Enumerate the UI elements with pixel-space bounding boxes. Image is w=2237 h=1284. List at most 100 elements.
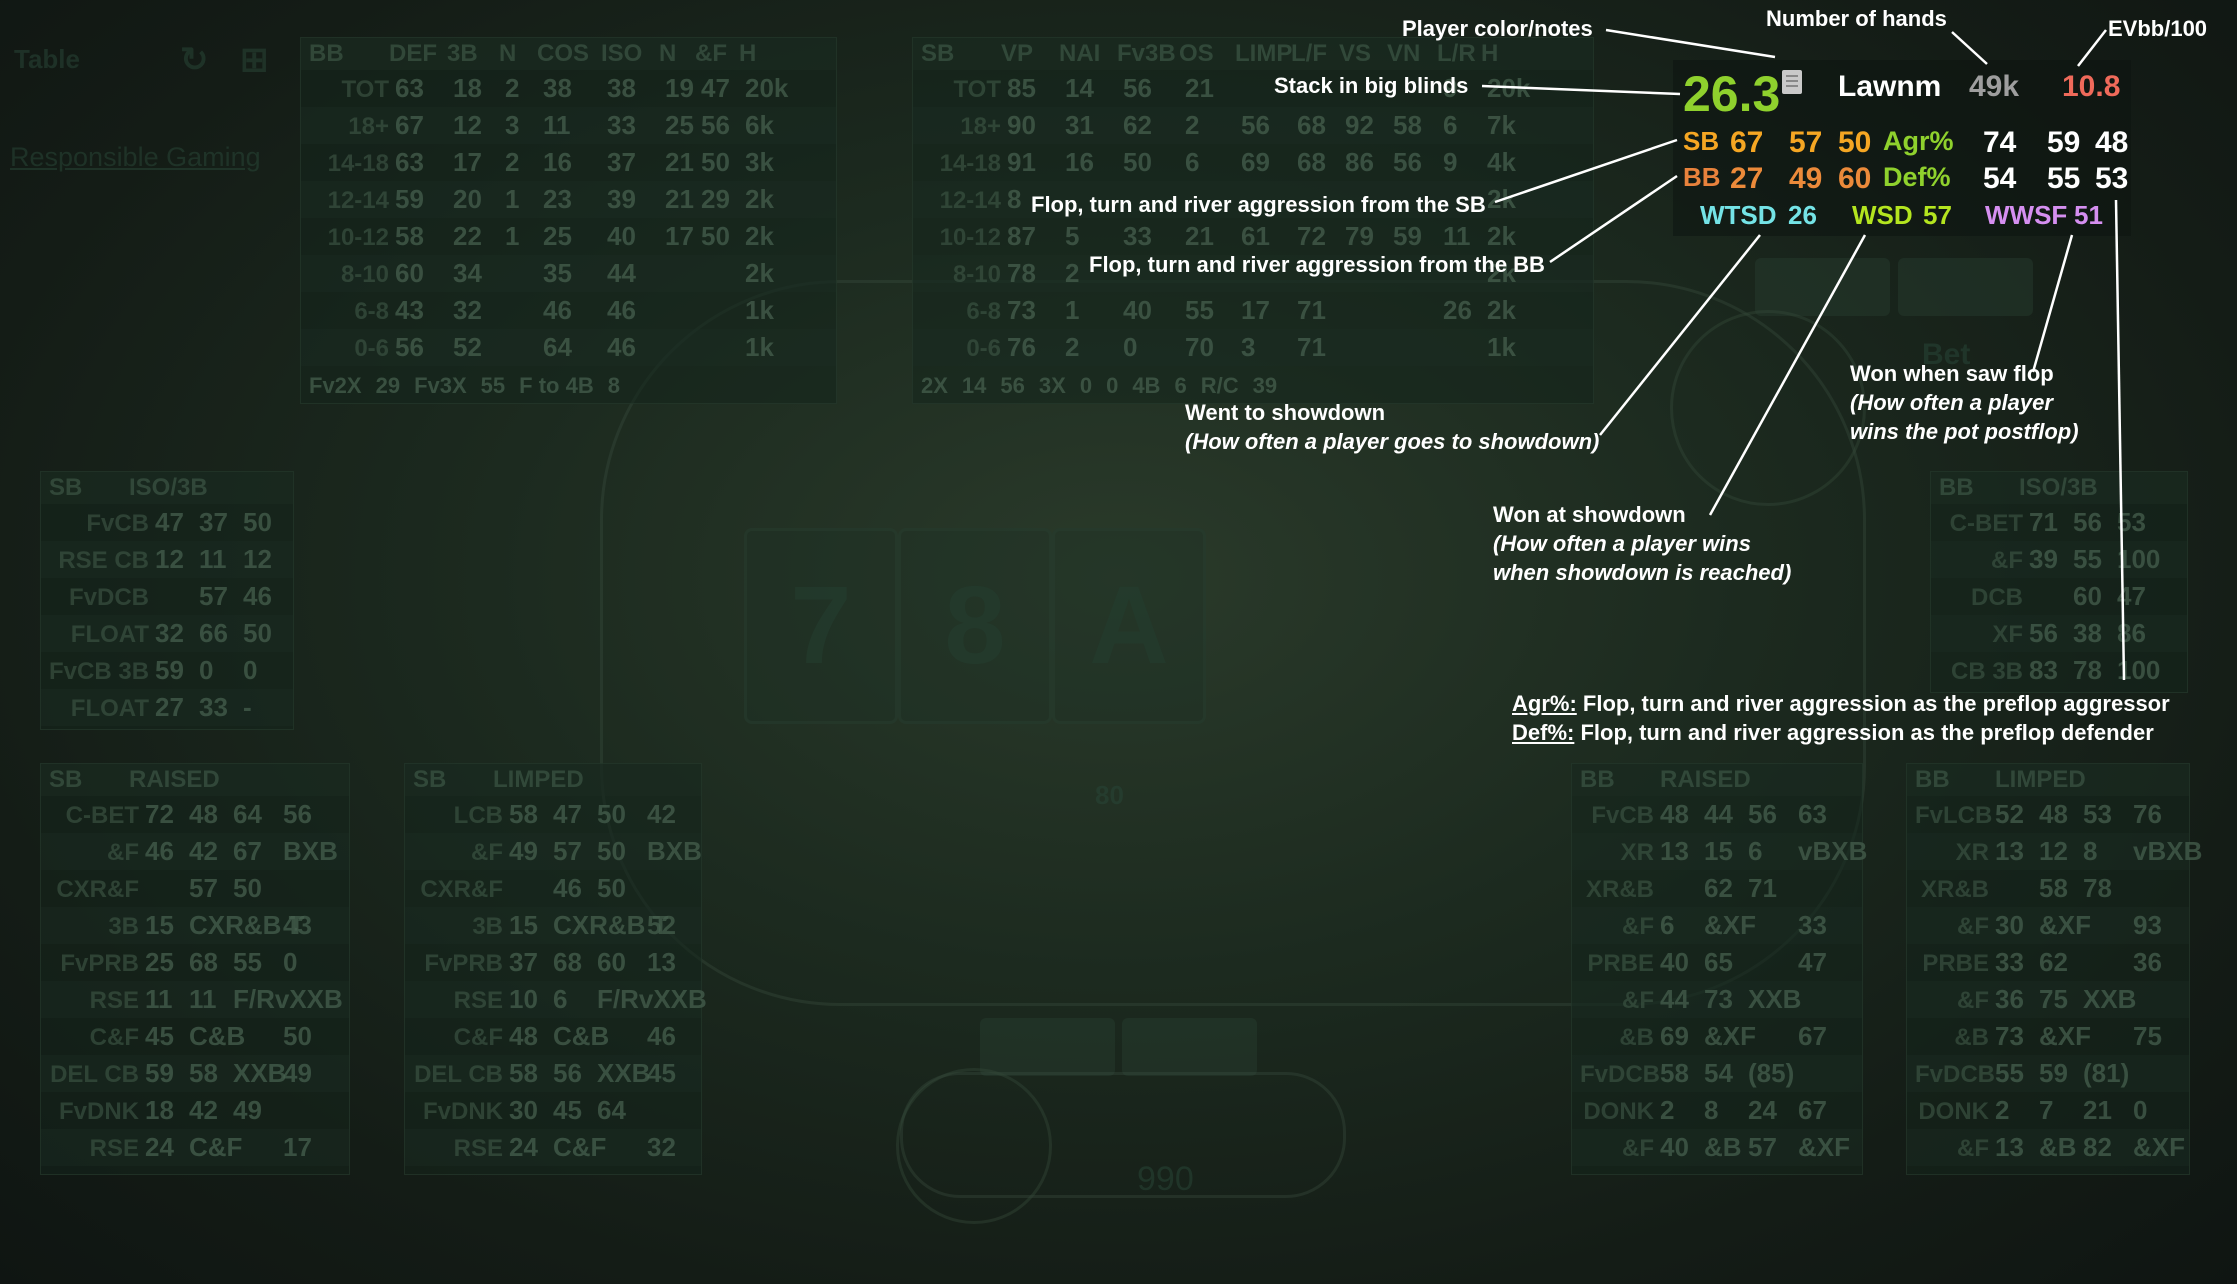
stat-row-label: 18+ xyxy=(348,113,389,140)
stat-row-label: 8-10 xyxy=(952,261,1001,288)
stat-row-label: 3B xyxy=(108,913,139,940)
stat-cell: 56 xyxy=(395,332,424,362)
stat-header-cell: BB xyxy=(309,40,344,67)
agr-label: Agr% xyxy=(1883,126,1954,156)
stat-cell: 40 xyxy=(1123,295,1152,325)
stat-cell: 21 xyxy=(2083,1095,2112,1125)
stat-cell: 36 xyxy=(2133,947,2162,977)
stat-cell: 1 xyxy=(505,184,520,214)
stat-cell: 55 xyxy=(2073,544,2102,574)
wsd-desc-2: when showdown is reached) xyxy=(1493,560,1792,585)
stat-cell: &XF xyxy=(2039,1021,2091,1051)
stat-cell: 8 xyxy=(1007,184,1022,214)
stat-cell: 58 xyxy=(1393,110,1422,140)
stat-cell: 60 xyxy=(597,947,626,977)
stat-cell: 17 xyxy=(453,147,482,177)
stat-cell: 44 xyxy=(1660,984,1689,1014)
stat-cell: 37 xyxy=(199,507,228,537)
annotation-wtsd: Went to showdown (How often a player goe… xyxy=(1185,398,1599,456)
board-card-2: 8 xyxy=(898,528,1052,724)
notes-icon[interactable] xyxy=(1782,70,1802,94)
stat-footer-cell: F to 4B xyxy=(519,373,594,398)
stat-cell: 56 xyxy=(1393,147,1422,177)
stat-cell: 58 xyxy=(509,799,538,829)
stat-cell: 2k xyxy=(1487,258,1516,288)
stat-footer-cell: 56 xyxy=(1000,373,1025,398)
stat-header-cell: ISO xyxy=(601,40,643,67)
stat-header-cell: VS xyxy=(1339,40,1372,67)
stat-cell: 56 xyxy=(553,1058,582,1088)
stat-cell: 0 xyxy=(1123,332,1138,362)
stat-cell: &XF xyxy=(1798,1132,1850,1162)
stat-cell: 50 xyxy=(243,618,272,648)
stat-cell: 12 xyxy=(155,544,184,574)
stat-cell: 64 xyxy=(597,1095,626,1125)
wtsd-title: Went to showdown xyxy=(1185,400,1386,425)
stat-cell: 47 xyxy=(155,507,184,537)
stat-cell: 48 xyxy=(189,799,218,829)
stat-cell: 53 xyxy=(2083,799,2112,829)
stat-header-cell: BB xyxy=(1939,474,1974,501)
stat-header-cell: ISO/3B xyxy=(129,474,208,501)
stat-header-cell: N xyxy=(659,40,677,67)
sb-turn-aggr: 57 xyxy=(1789,126,1823,159)
stat-row-label: PRBE xyxy=(1587,950,1654,977)
wwsf-value: 51 xyxy=(2074,200,2103,230)
stat-cell: 12 xyxy=(2039,836,2068,866)
stat-cell: 48 xyxy=(2039,799,2068,829)
stat-cell: 2k xyxy=(745,258,774,288)
stat-row-label: FLOAT xyxy=(70,621,149,648)
stat-cell: 57 xyxy=(1748,1132,1777,1162)
stat-row-label: FLOAT xyxy=(70,695,149,722)
stat-cell: 76 xyxy=(1007,332,1036,362)
stat-row-label: 14-18 xyxy=(327,150,389,177)
stat-cell: 26 xyxy=(1443,295,1472,325)
stat-cell: 42 xyxy=(189,1095,218,1125)
stat-cell: 75 xyxy=(2039,984,2068,1014)
stat-cell: 43 xyxy=(395,295,424,325)
stat-cell: 54 xyxy=(1704,1058,1733,1088)
stat-cell: 15 xyxy=(145,910,174,940)
wwsf-title: Won when saw flop xyxy=(1850,361,2054,386)
stat-footer-cell: 29 xyxy=(375,373,401,398)
stat-cell: &B xyxy=(1704,1132,1742,1162)
stat-cell: 78 xyxy=(1007,258,1036,288)
stat-header-cell: BB xyxy=(1580,766,1615,793)
stat-cell: - xyxy=(243,692,252,722)
stat-cell: 13 xyxy=(1660,836,1689,866)
stat-cell: 13 xyxy=(1995,836,2024,866)
stat-row-label: XR xyxy=(1955,839,1989,866)
stat-header-cell: VN xyxy=(1387,40,1421,67)
stat-cell: 15 xyxy=(1704,836,1733,866)
stat-cell: 63 xyxy=(1798,799,1827,829)
stat-cell: 85 xyxy=(1007,73,1036,103)
stat-cell: 79 xyxy=(1345,221,1374,251)
refresh-icon: ↻ xyxy=(180,41,209,79)
stat-cell: 29 xyxy=(701,184,730,214)
stat-cell: &XF xyxy=(1704,910,1756,940)
stat-cell: 59 xyxy=(2039,1058,2068,1088)
player-name[interactable]: Lawnm xyxy=(1838,70,1942,103)
stat-cell: 44 xyxy=(607,258,636,288)
stat-header-cell: SB xyxy=(49,766,83,793)
stat-row-label: C-BET xyxy=(1949,510,2023,537)
stat-cell: 56 xyxy=(1241,110,1270,140)
stat-cell: 59 xyxy=(155,655,184,685)
stat-cell: 56 xyxy=(701,110,730,140)
